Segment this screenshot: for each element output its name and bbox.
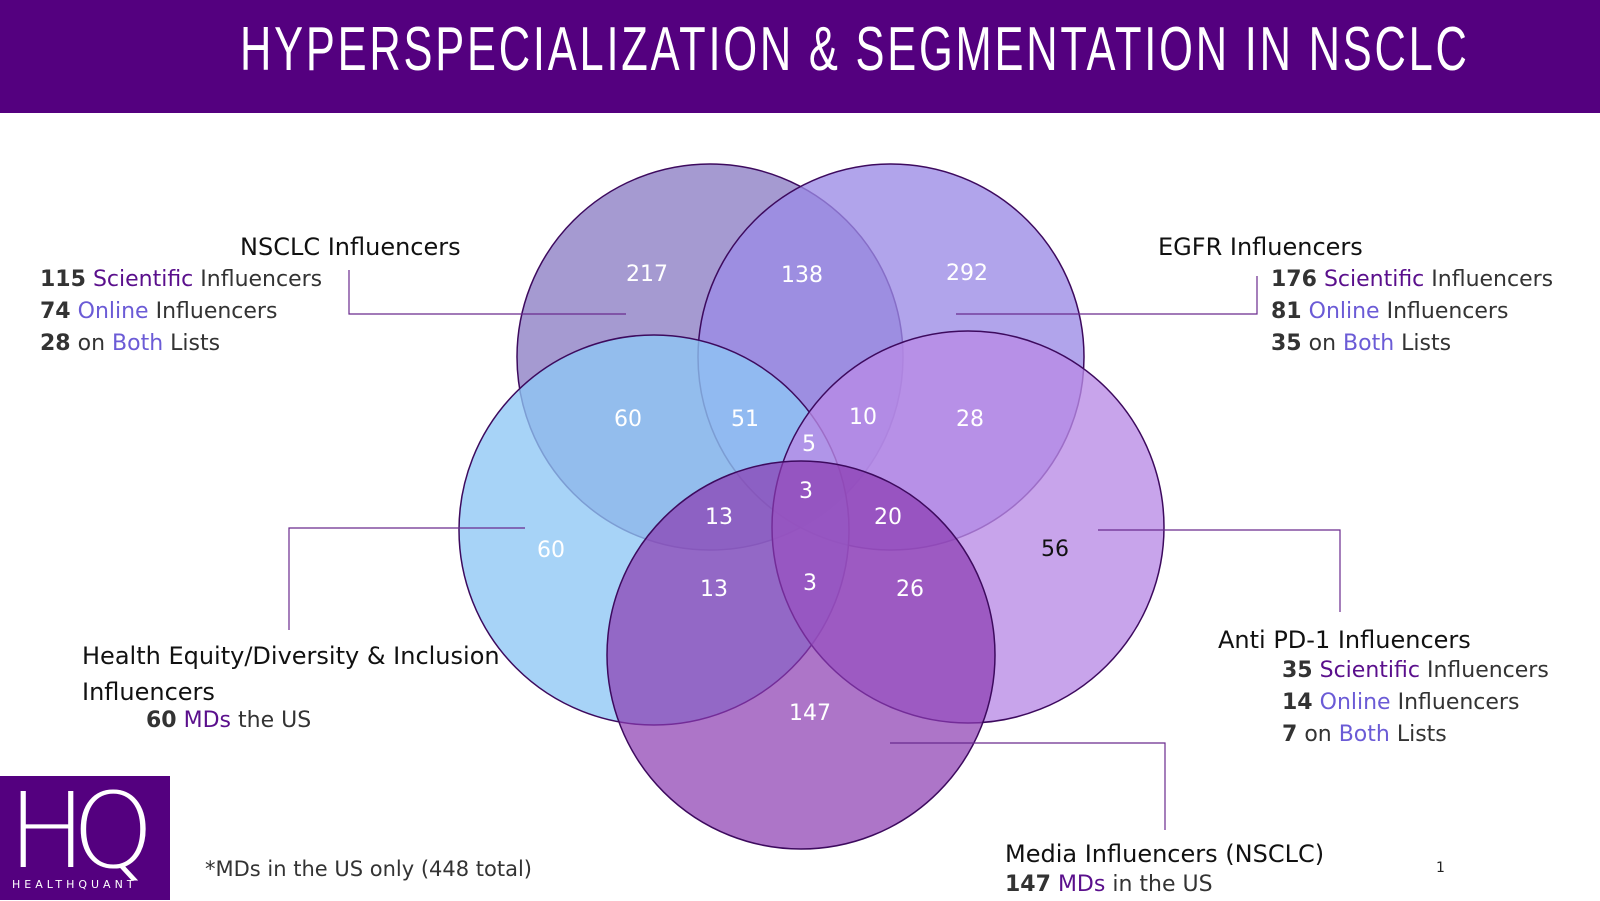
nsclc-both-count: 28	[40, 331, 71, 356]
anti-pd1-both-word: Both	[1338, 722, 1390, 747]
nsclc-scientific-count: 115	[40, 267, 86, 292]
anti-pd1-online-suffix: Influencers	[1397, 690, 1520, 715]
anti-pd1-online-word: Online	[1319, 690, 1391, 715]
region-nsclc-equity: 60	[614, 407, 642, 432]
anti-pd1-scientific-line: 35 Scientific Influencers	[1282, 655, 1549, 687]
egfr-scientific-line: 176 Scientific Influencers	[1271, 264, 1553, 296]
region-pd1-only: 56	[1041, 537, 1069, 562]
nsclc-online-word: Online	[77, 299, 149, 324]
egfr-online-suffix: Influencers	[1386, 299, 1509, 324]
region-nsclc-egfr: 138	[781, 263, 823, 288]
nsclc-online-count: 74	[40, 299, 71, 324]
region-equity-only: 60	[537, 538, 565, 563]
title-bar: HYPERSPECIALIZATION & SEGMENTATION IN NS…	[0, 0, 1600, 113]
region-center-lower: 3	[803, 571, 817, 596]
anti-pd1-both-prefix: on	[1304, 722, 1332, 747]
health-equity-heading-line2: Influencers	[82, 678, 215, 706]
nsclc-online-line: 74 Online Influencers	[40, 296, 277, 328]
page-title: HYPERSPECIALIZATION & SEGMENTATION IN NS…	[240, 15, 1470, 84]
egfr-online-count: 81	[1271, 299, 1302, 324]
anti-pd1-online-count: 14	[1282, 690, 1313, 715]
health-equity-heading-line1: Health Equity/Diversity & Inclusion	[82, 642, 500, 670]
region-nsclc-egfr-equity: 51	[731, 407, 759, 432]
nsclc-scientific-word: Scientific	[92, 267, 194, 292]
egfr-both-suffix: Lists	[1401, 331, 1452, 356]
leader-egfr	[956, 276, 1258, 315]
egfr-both-prefix: on	[1308, 331, 1337, 356]
region-nsclc-only: 217	[626, 262, 668, 287]
anti-pd1-both-suffix: Lists	[1396, 722, 1447, 747]
logo-letters: HQ	[8, 770, 154, 892]
leader-media	[890, 742, 1166, 830]
health-equity-md-line: 60 MDs the US	[146, 705, 311, 737]
egfr-scientific-count: 176	[1271, 267, 1317, 292]
leader-health-equity	[288, 527, 525, 630]
leader-lines	[288, 270, 1341, 830]
egfr-online-word: Online	[1308, 299, 1380, 324]
logo-name: HEALTHQUANT	[12, 878, 138, 891]
media-md-suffix: in the US	[1112, 872, 1213, 897]
media-md-count: 147	[1005, 872, 1051, 897]
egfr-both-word: Both	[1343, 331, 1395, 356]
egfr-online-line: 81 Online Influencers	[1271, 296, 1508, 328]
nsclc-both-suffix: Lists	[170, 331, 221, 356]
page-number: 1	[1436, 860, 1445, 876]
anti-pd1-scientific-word: Scientific	[1319, 658, 1420, 683]
egfr-both-line: 35 on Both Lists	[1271, 328, 1451, 360]
healthquant-logo: HQ HEALTHQUANT	[0, 770, 170, 900]
nsclc-both-prefix: on	[77, 331, 106, 356]
anti-pd1-both-count: 7	[1282, 722, 1298, 747]
nsclc-both-word: Both	[112, 331, 164, 356]
nsclc-scientific-line: 115 Scientific Influencers	[40, 264, 322, 296]
circle-media	[606, 460, 996, 850]
nsclc-both-line: 28 on Both Lists	[40, 328, 220, 360]
egfr-heading: EGFR Influencers	[1158, 233, 1363, 261]
nsclc-online-suffix: Influencers	[155, 299, 278, 324]
media-md-line: 147 MDs in the US	[1005, 869, 1213, 901]
anti-pd1-online-line: 14 Online Influencers	[1282, 687, 1519, 719]
nsclc-scientific-suffix: Influencers	[200, 267, 323, 292]
egfr-scientific-word: Scientific	[1323, 267, 1425, 292]
egfr-scientific-suffix: Influencers	[1431, 267, 1554, 292]
anti-pd1-scientific-count: 35	[1282, 658, 1313, 683]
media-md-word: MDs	[1057, 872, 1106, 897]
region-egfr-pd1: 28	[956, 407, 984, 432]
anti-pd1-scientific-suffix: Influencers	[1426, 658, 1549, 683]
leader-nsclc	[348, 270, 626, 315]
region-nsclc-egfr-pd1: 10	[849, 405, 877, 430]
region-nsclc-equity-media: 13	[705, 505, 733, 530]
anti-pd1-heading: Anti PD-1 Influencers	[1218, 626, 1471, 654]
region-egfr-only: 292	[946, 261, 988, 286]
anti-pd1-both-line: 7 on Both Lists	[1282, 719, 1447, 751]
region-media-only: 147	[789, 701, 831, 726]
region-center-upper: 5	[802, 432, 816, 457]
region-center: 3	[799, 479, 813, 504]
health-equity-md-word: MDs	[183, 708, 232, 733]
health-equity-md-suffix: the US	[238, 708, 312, 733]
region-equity-media: 13	[700, 577, 728, 602]
footnote: *MDs in the US only (448 total)	[205, 857, 532, 881]
region-pd1-media: 26	[896, 577, 924, 602]
egfr-both-count: 35	[1271, 331, 1302, 356]
nsclc-heading: NSCLC Influencers	[240, 233, 461, 261]
media-heading: Media Influencers (NSCLC)	[1005, 840, 1325, 868]
health-equity-md-count: 60	[146, 708, 177, 733]
leader-anti-pd1	[1098, 529, 1341, 612]
region-egfr-pd1-media: 20	[874, 505, 902, 530]
